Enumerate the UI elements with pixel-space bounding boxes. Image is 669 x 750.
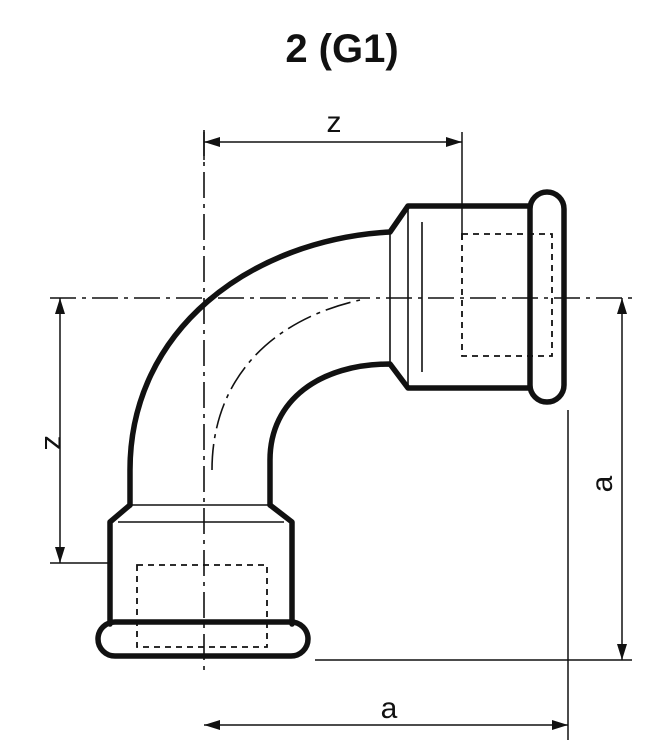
bottom-socket-flange [95,619,311,659]
right-a-arrow-bottom [617,644,627,660]
elbow-outer-outline [127,203,533,508]
bottom-a-arrow-right [552,720,568,730]
right-a-arrow-top [617,298,627,314]
bottom-a-label: a [381,692,398,725]
left-z-arrow-top [55,298,65,314]
top-z-label: z [327,106,342,139]
bottom-a-arrow-left [204,720,220,730]
bottom-socket-outline [107,502,295,627]
bend-center-arc [211,299,361,471]
left-z-arrow-bottom [55,547,65,563]
bottom-socket-thread-hidden [136,564,268,648]
right-socket-flange [527,189,567,405]
elbow-inner-outline [267,361,533,508]
top-z-arrow-right [446,137,462,147]
top-z-arrow-left [204,137,220,147]
right-a-label: a [586,475,619,492]
right-socket-thread-hidden [461,233,553,357]
left-z-label: z [38,436,71,451]
drawing-title: 2 (G1) [285,27,398,71]
